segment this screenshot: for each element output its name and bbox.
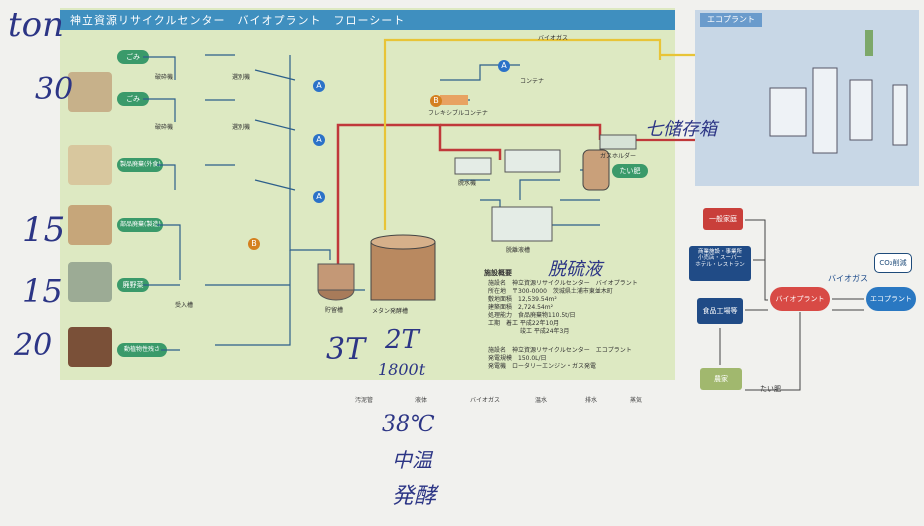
label-separator: 脱水機 — [458, 178, 476, 187]
legend-3: バイオガス — [470, 395, 500, 404]
label-pit: 受入槽 — [175, 300, 193, 309]
eco-info-line-3: 発電機 ロータリーエンジン・ガス発電 — [488, 361, 596, 370]
handwriting-15-a: 15 — [22, 210, 65, 250]
label-methane-tank: メタン発酵槽 — [372, 306, 408, 315]
label-crusher-1: 破砕機 — [155, 72, 173, 81]
marker-a-2: A — [313, 134, 325, 146]
handwriting-fermentation: 発酵 — [392, 478, 436, 510]
legend-1: 汚泥管 — [355, 395, 373, 404]
label-digest: 脱離液槽 — [506, 245, 530, 254]
label-gasholder: ガスホルダー — [600, 151, 636, 160]
label-container: コンテナ — [520, 76, 544, 85]
handwriting-15-b: 15 — [22, 272, 63, 310]
label-sorter-1: 選別機 — [232, 72, 250, 81]
handwriting-1800t: 1800t — [378, 360, 425, 379]
marker-a-1: A — [313, 80, 325, 92]
label-compost-out: たい肥 — [612, 164, 648, 178]
handwriting-desulfurizer: 脱硫液 — [548, 255, 602, 281]
info-line-7: 竣工 平成24年3月 — [520, 326, 569, 335]
handwriting-mid: 中温 — [392, 444, 432, 473]
marker-a-3: A — [313, 191, 325, 203]
legend-2: 液体 — [415, 395, 427, 404]
label-storage: 貯留槽 — [325, 305, 343, 314]
eco-plant-diagram — [695, 10, 919, 186]
info-heading: 施設概要 — [484, 268, 512, 278]
handwriting-storage: 七储存箱 — [645, 115, 717, 141]
handwriting-20: 20 — [14, 328, 52, 363]
handwriting-3t: 3T — [326, 332, 365, 367]
marker-a-4: A — [498, 60, 510, 72]
legend-5: 排水 — [585, 395, 597, 404]
label-flexible-container: フレキシブルコンテナ — [428, 108, 488, 117]
legend-6: 蒸気 — [630, 395, 642, 404]
label-sorter-2: 選別機 — [232, 122, 250, 131]
label-biogas-pipe: バイオガス — [538, 33, 568, 42]
handwriting-ton: ton — [8, 5, 64, 45]
flow-arrows — [690, 200, 924, 400]
handwriting-2t: 2T — [385, 325, 419, 355]
legend-4: 温水 — [535, 395, 547, 404]
label-crusher-2: 破砕機 — [155, 122, 173, 131]
handwriting-38c: 38℃ — [382, 412, 435, 437]
marker-b-2: B — [430, 95, 442, 107]
handwriting-30: 30 — [35, 72, 73, 107]
marker-b-1: B — [248, 238, 260, 250]
